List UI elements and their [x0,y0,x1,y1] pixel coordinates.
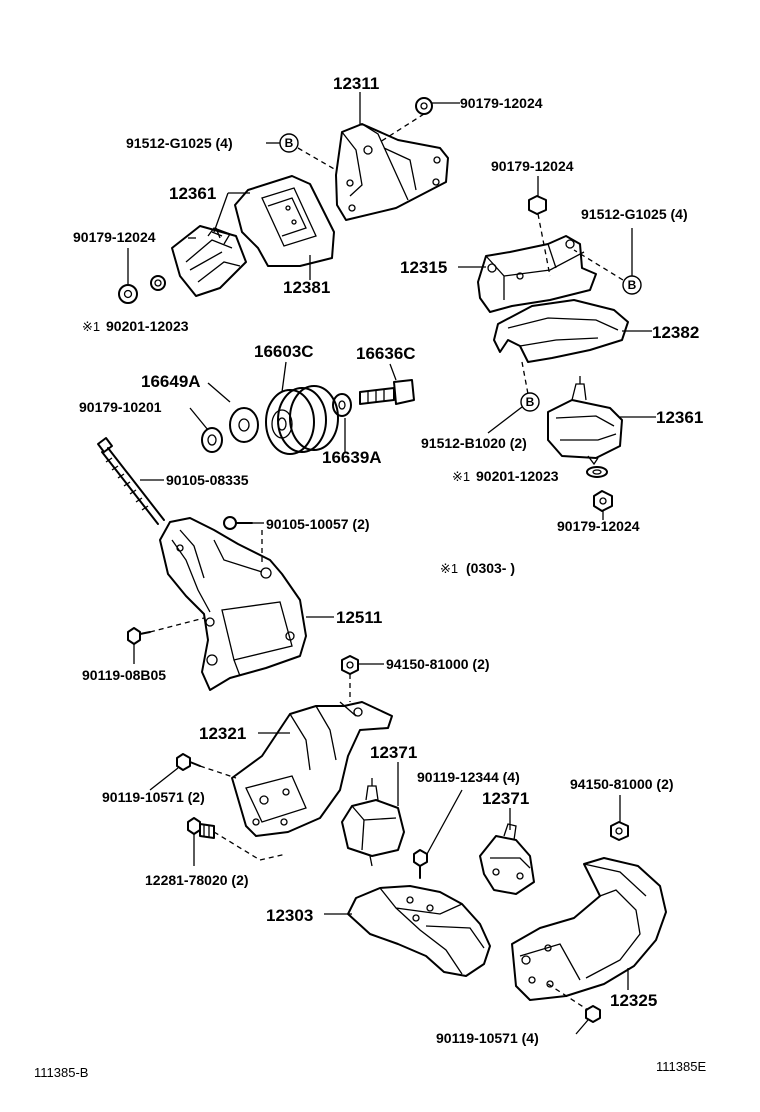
label-90105-08335: 90105-08335 [166,472,249,488]
note-0303: (0303- ) [466,560,515,576]
asterisk-marker-c: ※1 [440,561,458,576]
bolt-12281-78020 [187,817,215,839]
label-90179-10201: 90179-10201 [79,399,162,415]
label-90179-12024-c: 90179-12024 [491,158,574,174]
ref-b-marker-2 [622,275,642,295]
label-90105-10057: 90105-10057 (2) [266,516,370,532]
bolt-90105-08335 [97,437,165,525]
part-12361-mount-a [171,225,247,297]
nut-90179-12024-lower-right [593,490,613,512]
leader-12361-a2 [213,192,229,233]
label-12325: 12325 [610,991,657,1010]
leader-16636c [389,363,397,381]
dash-b1 [297,147,337,171]
leader-90119-10571-b [575,1019,589,1035]
part-12311-bracket [335,123,449,221]
label-12315: 12315 [400,258,447,277]
part-12325-bracket [511,857,667,1001]
part-12361-mount-b [547,376,623,466]
dash-12281-78020-b [259,853,287,861]
leader-90119-12344 [426,789,463,855]
label-91512-g1025-a: 91512-G1025 (4) [126,135,233,151]
bolt-90119-12344 [413,849,428,879]
label-16649a: 16649A [141,372,201,391]
label-12321: 12321 [199,724,246,743]
label-12371-b: 12371 [482,789,529,808]
washer-90201-12023-left [150,275,166,291]
footer-code-left: 111385-B [34,1065,88,1080]
bolt-90105-10057 [223,516,253,530]
label-12361-b: 12361 [656,408,703,427]
label-90179-12024-a: 90179-12024 [460,95,543,111]
footer-code-right: 111385E [656,1059,706,1074]
label-94150-81000-b: 94150-81000 (2) [570,776,674,792]
label-12381: 12381 [283,278,330,297]
label-90179-12024-b: 90179-12024 [73,229,156,245]
label-94150-81000-a: 94150-81000 (2) [386,656,490,672]
spacer-16639a [332,393,352,417]
pulley-16603c [265,385,339,455]
part-12371-insulator-b [479,823,535,895]
dash-90119-10571-b [547,983,589,1011]
label-12303: 12303 [266,906,313,925]
bolt-90119-10571-bottom [585,1005,601,1023]
dash-b2 [573,249,624,281]
ref-b-marker-3 [520,392,540,412]
leader-90119-10571-a [149,767,179,791]
label-16603c: 16603C [254,342,314,361]
nut-94150-81000-right [610,821,629,841]
bolt-16636c [359,379,415,405]
part-12371-insulator-a [341,778,405,867]
leader-91512-b1020 [487,406,523,434]
washer-16649a [229,407,259,443]
ref-b-label-1: B [285,136,294,150]
dash-90119-10571-a [199,765,237,779]
label-90119-08b05: 90119-08B05 [82,667,166,683]
part-12381-pad [234,175,335,267]
dash-12281-78020 [213,831,261,861]
label-12311: 12311 [333,74,379,93]
leader-16649a [207,382,231,403]
bolt-90119-08b05 [127,627,151,645]
label-90179-12024-d: 90179-12024 [557,518,640,534]
leader-90179-10201 [189,407,209,431]
nut-90179-10201 [201,427,223,453]
dash-12382-b3 [521,361,529,395]
label-12371-a: 12371 [370,743,417,762]
washer-90201-12023-right [586,466,608,478]
nut-90179-12024-left [118,284,138,304]
label-12382: 12382 [652,323,699,342]
nut-90179-12024-top [415,97,433,115]
label-90119-10571-b: 90119-10571 (4) [436,1030,539,1046]
asterisk-marker-a: ※1 [82,319,100,334]
nut-90179-12024-right [528,195,547,215]
label-12361-a: 12361 [169,184,216,203]
ref-b-label-2: B [628,278,637,292]
label-16636c: 16636C [356,344,416,363]
part-12511-bracket [159,517,307,691]
dash-90119-08b05 [149,617,205,633]
bolt-90119-10571-left [176,753,201,771]
nut-94150-81000-center [341,655,359,675]
label-91512-b1020: 91512-B1020 (2) [421,435,527,451]
label-90119-12344: 90119-12344 (4) [417,769,520,785]
label-90201-12023-b: 90201-12023 [476,468,559,484]
leader-16603c [281,361,287,393]
label-91512-g1025-b: 91512-G1025 (4) [581,206,688,222]
label-12281-78020: 12281-78020 (2) [145,872,249,888]
ref-b-marker-1 [279,133,299,153]
dash-nut-to-bracket [379,113,425,143]
label-16639a: 16639A [322,448,382,467]
ref-b-label-3: B [526,395,535,409]
label-90119-10571-a: 90119-10571 (2) [102,789,205,805]
part-12315-bracket [477,235,597,313]
part-12303-bracket [347,885,491,977]
asterisk-marker-b: ※1 [452,469,470,484]
part-12321-bracket [231,701,393,837]
label-90201-12023-a: 90201-12023 [106,318,189,334]
label-12511: 12511 [336,608,382,627]
part-12382-pad [493,299,629,363]
